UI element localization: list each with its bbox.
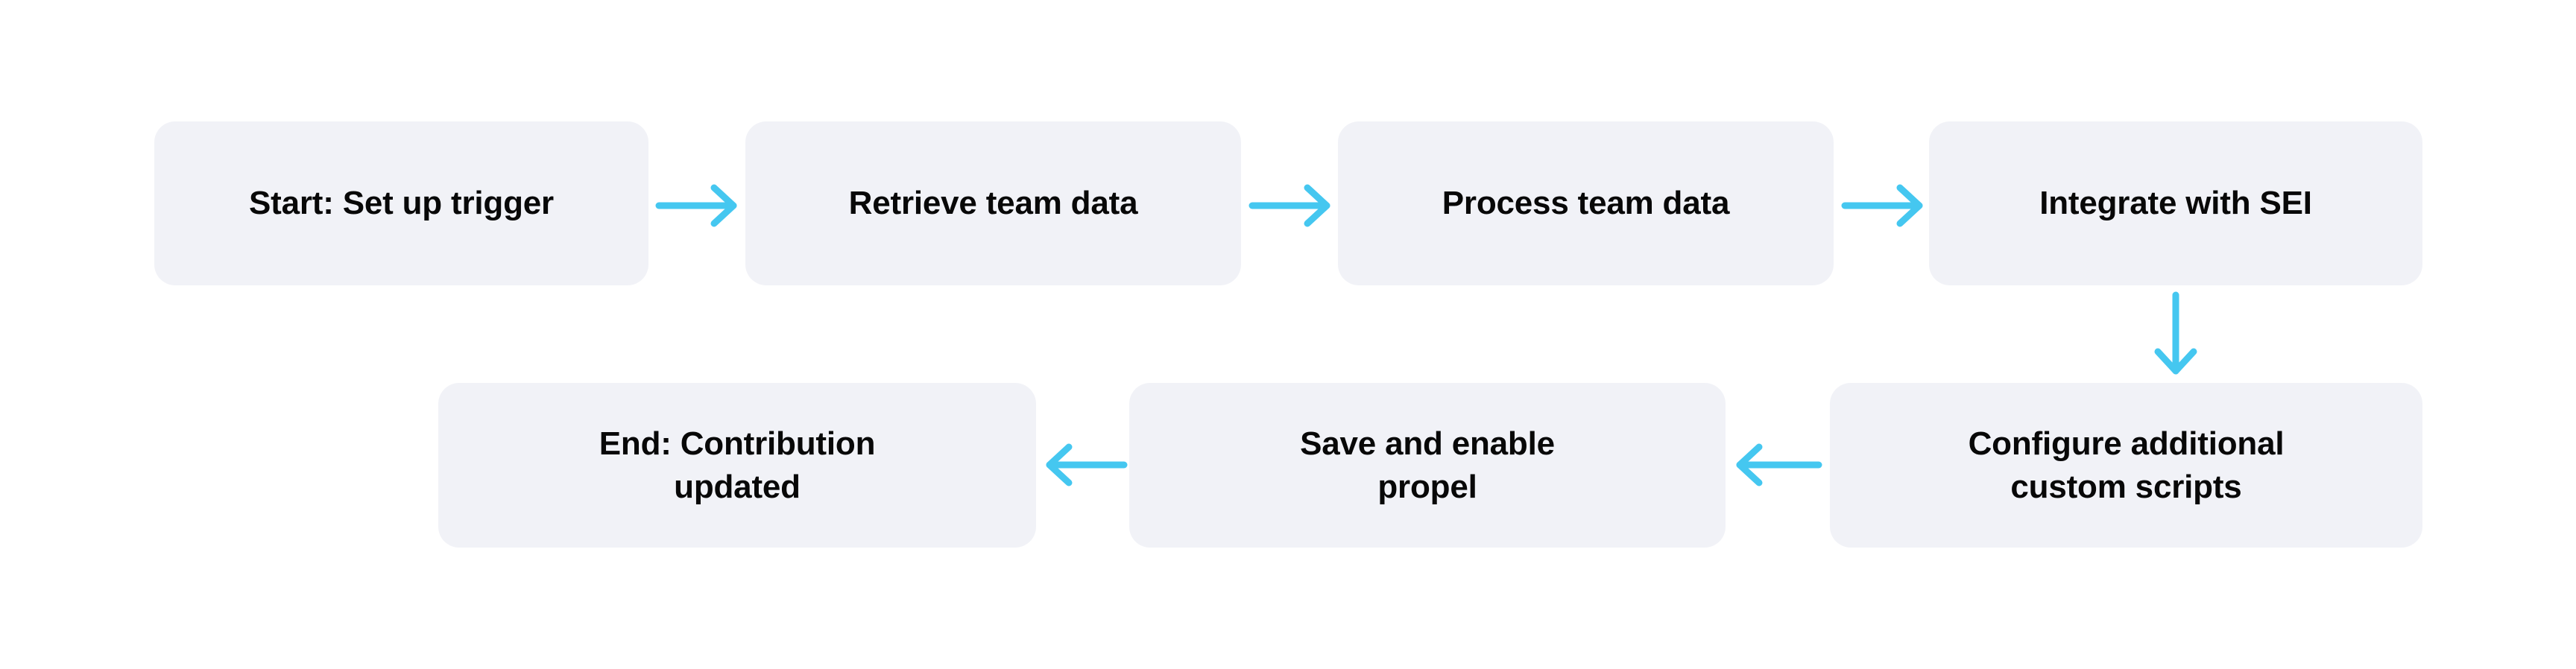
arrow-right-icon-process-to-integrate bbox=[1841, 184, 1925, 227]
arrow-left-icon-save-to-end bbox=[1044, 443, 1128, 486]
flow-node-label: Start: Set up trigger bbox=[249, 185, 554, 222]
arrow-left-icon-configure-to-save bbox=[1734, 443, 1822, 486]
arrow-right-icon-retrieve-to-process bbox=[1248, 184, 1333, 227]
flow-node-configure-custom-scripts[interactable]: Configure additional custom scripts bbox=[1830, 383, 2422, 548]
flow-node-retrieve-team-data[interactable]: Retrieve team data bbox=[745, 121, 1241, 285]
flow-node-save-and-enable-propel[interactable]: Save and enable propel bbox=[1129, 383, 1726, 548]
flow-node-integrate-with-sei[interactable]: Integrate with SEI bbox=[1929, 121, 2422, 285]
flow-node-label: Integrate with SEI bbox=[2039, 185, 2312, 222]
flow-node-label: Process team data bbox=[1442, 185, 1730, 222]
flow-node-label: Save and enable propel bbox=[1300, 425, 1555, 505]
arrow-right-icon-start-to-retrieve bbox=[655, 184, 739, 227]
arrow-down-icon-integrate-to-configure bbox=[2154, 291, 2197, 377]
flow-node-process-team-data[interactable]: Process team data bbox=[1338, 121, 1834, 285]
flow-node-label: Configure additional custom scripts bbox=[1968, 425, 2285, 505]
flow-node-start[interactable]: Start: Set up trigger bbox=[154, 121, 648, 285]
flow-node-label: Retrieve team data bbox=[848, 185, 1138, 222]
flow-node-end-contribution-updated[interactable]: End: Contribution updated bbox=[438, 383, 1036, 548]
flow-node-label: End: Contribution updated bbox=[599, 425, 876, 505]
